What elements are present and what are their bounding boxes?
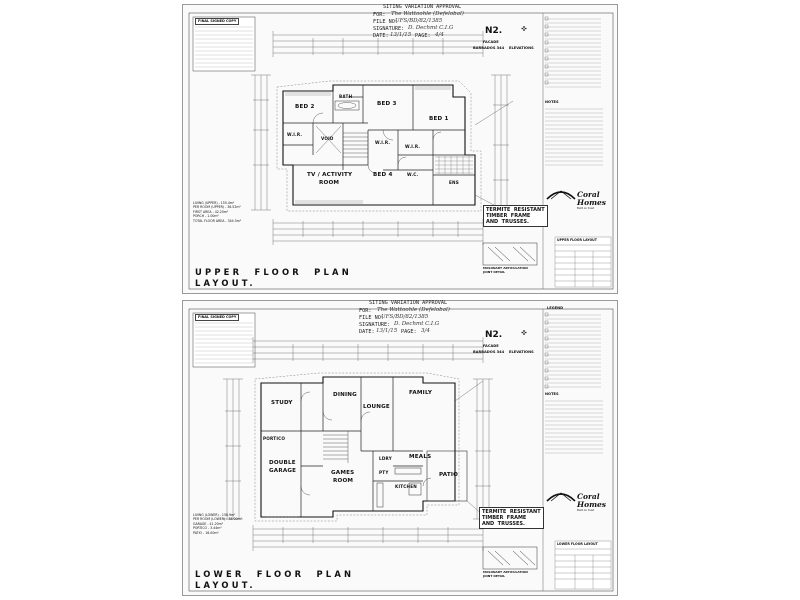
- model-name: BARBADOS 344: [473, 46, 505, 50]
- room-garage: GARAGE: [269, 468, 297, 474]
- room-double-garage: DOUBLE: [269, 460, 296, 466]
- brand-logo: Coral Homes: [577, 492, 607, 509]
- room-meals: MEALS: [409, 454, 432, 460]
- joint-detail-caption: MASONARY ARTICULATION JOINT DETAIL: [483, 570, 528, 578]
- room-bath: BATH: [339, 94, 353, 99]
- approval-page-label: PAGE:: [401, 329, 417, 335]
- room-dining: DINING: [333, 392, 357, 398]
- model-name: BARBADOS 344: [473, 350, 505, 354]
- approval-file-label: FILE NO:: [359, 315, 384, 321]
- plan-title: UPPER FLOOR PLAN LAYOUT.: [195, 267, 352, 288]
- room-ensuite: ENS: [449, 180, 459, 185]
- approval-date-label: DATE:: [359, 329, 375, 335]
- title-block-name: LOWER FLOOR LAYOUT: [557, 542, 598, 546]
- final-signed-stamp: FINAL SIGNED COPY: [195, 18, 240, 26]
- upper-floor-plan-sheet: SITING VARIATION APPROVAL FOR: The Watto…: [182, 4, 618, 294]
- room-laundry: LDRY: [379, 456, 392, 461]
- approval-header: SITING VARIATION APPROVAL: [383, 4, 462, 10]
- approval-page-label: PAGE:: [415, 33, 431, 39]
- approval-for-value: The Wattoohle (Defelobal): [377, 307, 450, 313]
- area-schedule: LIVING (UPPER) - 155.4m² PER ROOM (UPPER…: [193, 201, 242, 223]
- facade-label: FACADE: [483, 40, 499, 44]
- room-bed-1: BED 1: [429, 116, 449, 122]
- room-games-line2: ROOM: [333, 478, 354, 484]
- room-wir-1: W.I.R.: [287, 132, 303, 137]
- approval-date-label: DATE:: [373, 33, 389, 39]
- notes-heading: NOTES: [545, 392, 559, 396]
- approval-page-value: 4/4: [435, 32, 444, 38]
- plan-title: LOWER FLOOR PLAN LAYOUT.: [195, 569, 355, 590]
- facade-label: FACADE: [483, 344, 499, 348]
- approval-signature-label: SIGNATURE:: [359, 322, 391, 328]
- title-block-name: UPPER FLOOR LAYOUT: [557, 238, 597, 242]
- room-void: VOID: [321, 136, 334, 141]
- joint-detail-caption: MASONARY ARTICULATION JOINT DETAIL: [483, 266, 528, 274]
- approval-file-value: UFS/BD/82/1385: [381, 314, 429, 320]
- approval-date-value: 13/1/15: [390, 32, 412, 38]
- approval-signature-value: D. Dechmt C.I.G: [394, 321, 440, 327]
- approval-date-value: 13/1/15: [376, 328, 398, 334]
- lower-floor-plan-sheet: SITING VARIATION APPROVAL FOR: The Watto…: [182, 300, 618, 596]
- approval-header: SITING VARIATION APPROVAL: [369, 300, 448, 306]
- elevation-label: ELEVATIONS: [509, 350, 534, 354]
- room-tv-activity-line2: ROOM: [319, 180, 340, 186]
- area-schedule: LIVING (LOWER) - 158.9m² PER ROOM (LOWER…: [193, 513, 242, 535]
- approval-signature-value: D. Dechmt C.I.G: [408, 25, 454, 31]
- elevation-label: ELEVATIONS: [509, 46, 534, 50]
- lower-floor-drawing: [188, 308, 614, 592]
- room-wir-2: W.I.R.: [375, 140, 391, 145]
- approval-page-value: 3/4: [421, 328, 430, 334]
- notes-heading: NOTES: [545, 100, 559, 104]
- approval-signature-label: SIGNATURE:: [373, 26, 405, 32]
- room-lounge: LOUNGE: [363, 404, 390, 410]
- room-portico: PORTICO: [263, 436, 286, 441]
- approval-for-label: FOR:: [359, 308, 372, 314]
- brand-logo: Coral Homes: [577, 190, 607, 207]
- approval-for-label: FOR:: [373, 12, 386, 18]
- room-bed-2: BED 2: [295, 104, 315, 110]
- approval-file-label: FILE NO:: [373, 19, 398, 25]
- legend-heading: LEGEND: [547, 306, 564, 310]
- room-kitchen: KITCHEN: [395, 484, 418, 489]
- final-signed-stamp: FINAL SIGNED COPY: [195, 314, 240, 322]
- termite-note: TERMITE RESISTANT TIMBER FRAME AND TRUSS…: [479, 507, 544, 529]
- upper-floor-drawing: [188, 12, 614, 290]
- room-pantry: PTY: [379, 470, 389, 475]
- model-code: N2.: [485, 26, 503, 36]
- room-tv-activity: TV / ACTIVITY: [307, 172, 353, 178]
- room-games: GAMES: [331, 470, 355, 476]
- room-wc: W.C.: [407, 172, 419, 177]
- room-family: FAMILY: [409, 390, 433, 396]
- room-bed-4: BED 4: [373, 172, 393, 178]
- room-wir-3: W.I.R.: [405, 144, 421, 149]
- approval-for-value: The Wattoohle (Defelobal): [391, 11, 464, 17]
- north-arrow-icon: ✜: [521, 329, 527, 337]
- room-study: STUDY: [271, 400, 293, 406]
- model-code: N2.: [485, 330, 503, 340]
- termite-note: TERMITE RESISTANT TIMBER FRAME AND TRUSS…: [483, 205, 548, 227]
- brand-tagline: Built on trust: [577, 207, 594, 210]
- approval-file-value: UFS/BD/82/1385: [395, 18, 443, 24]
- north-arrow-icon: ✜: [521, 25, 527, 33]
- room-patio: PATIO: [439, 472, 459, 478]
- room-bed-3: BED 3: [377, 101, 397, 107]
- brand-tagline: Built on trust: [577, 509, 594, 512]
